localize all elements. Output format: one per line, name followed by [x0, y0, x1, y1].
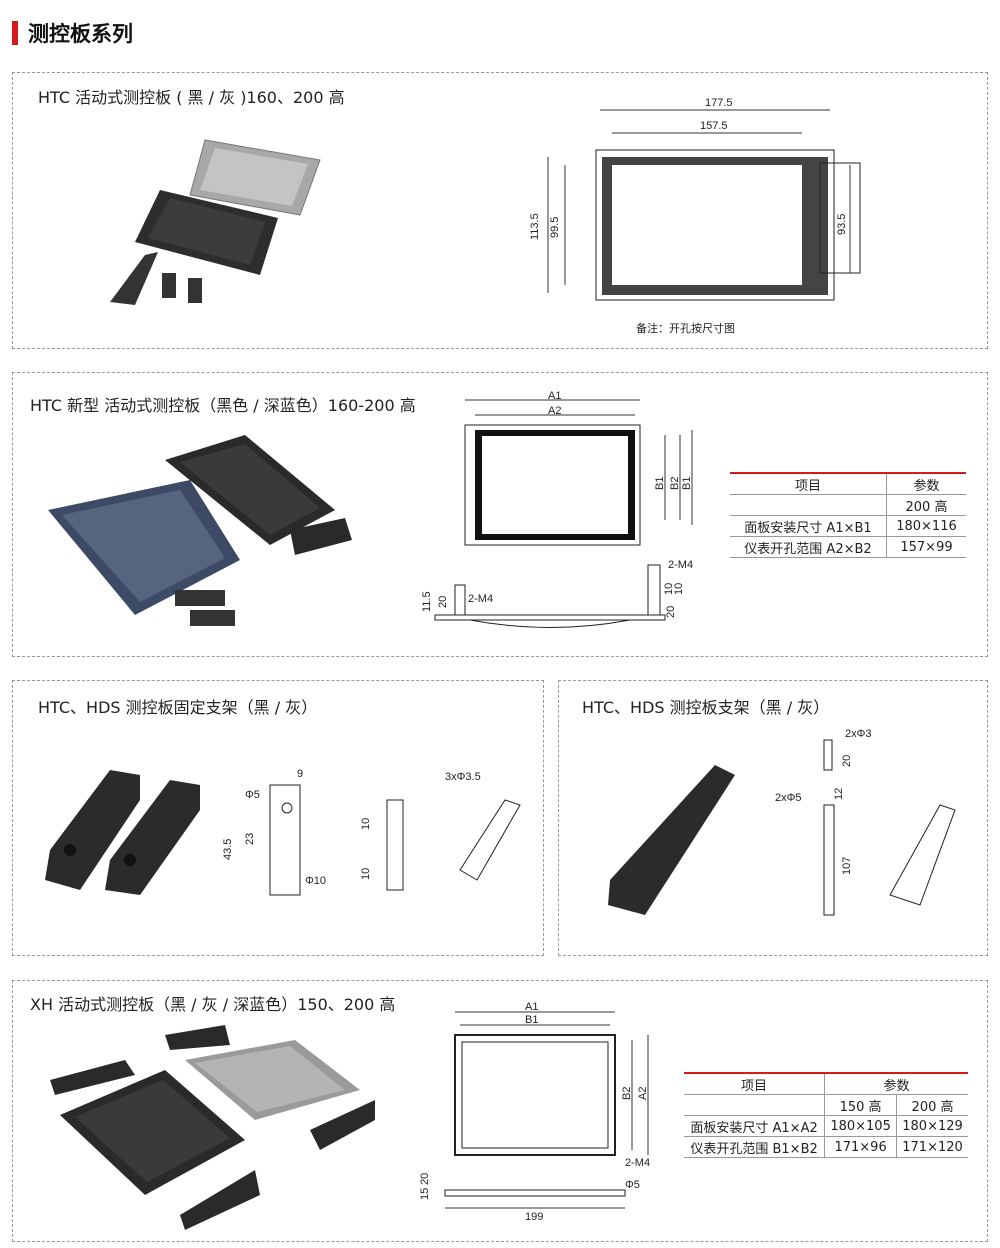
row-value: 171×96: [824, 1136, 898, 1158]
dim-label: 10: [360, 868, 372, 880]
section-bracket: [558, 680, 988, 956]
accent-bar: [12, 21, 18, 45]
row-value: 171×120: [896, 1136, 968, 1158]
dim-label: B1: [654, 477, 666, 490]
table-subheader: 200 高: [896, 1094, 968, 1116]
dim-label: 2xΦ5: [775, 792, 802, 804]
row-label: 面板安装尺寸 A1×B1: [730, 515, 887, 537]
row-label: 仪表开孔范围 A2×B2: [730, 536, 887, 558]
dim-label: 20: [841, 755, 853, 767]
drawing-htc: 177.5 157.5 113.5 99.5 93.5: [529, 97, 861, 301]
table-header: 参数: [824, 1072, 968, 1095]
page-header: 测控板系列: [12, 20, 133, 46]
table-header: 项目: [684, 1072, 826, 1095]
table-subheader: 150 高: [824, 1094, 898, 1116]
dim-label: Φ5: [625, 1179, 640, 1191]
section-htc-new: [12, 372, 988, 657]
dim-label: 20: [665, 606, 677, 618]
dim-label: 15: [419, 1188, 431, 1200]
dim-label: 10: [663, 583, 675, 595]
row-value: 180×129: [896, 1115, 968, 1137]
table-header: 项目: [730, 472, 887, 495]
dim-label: 2-M4: [668, 559, 693, 571]
dim-label: Φ10: [305, 875, 326, 887]
section-title: XH 活动式测控板（黑 / 灰 / 深蓝色）150、200 高: [30, 995, 396, 1014]
drawing-fixed-bracket: 9 Φ5 23 43.5 Φ10 3xΦ3.5 10 10: [222, 768, 521, 896]
dim-label: 43.5: [222, 839, 234, 860]
section-title: HTC 活动式测控板 ( 黑 / 灰 )160、200 高: [38, 88, 345, 107]
row-label: 面板安装尺寸 A1×A2: [684, 1115, 826, 1137]
row-label: 仪表开孔范围 B1×B2: [684, 1136, 826, 1158]
product-photo-fixed-bracket: [45, 770, 200, 895]
dim-label: Φ5: [245, 789, 260, 801]
product-photo-bracket: [608, 765, 735, 915]
dim-label: 107: [841, 857, 853, 875]
dim-label: A1: [548, 390, 561, 402]
dim-label: A2: [548, 405, 561, 417]
dim-label: A1: [525, 1001, 538, 1013]
dim-label: 93.5: [836, 214, 848, 235]
section-fixed-bracket: [12, 680, 544, 956]
dim-label: 10: [673, 583, 685, 595]
dim-label: 199: [525, 1211, 543, 1223]
drawing-htc-new: A1 A2 B1 B2 B1 11.5 20 2-M4 2-M4 10 10 2…: [421, 390, 693, 628]
dim-label: A2: [637, 1087, 649, 1100]
table-header: 参数: [886, 472, 966, 495]
section-title: HTC、HDS 测控板支架（黑 / 灰）: [582, 698, 830, 717]
dim-label: B2: [621, 1087, 633, 1100]
dim-label: 157.5: [700, 120, 728, 132]
dim-label: 10: [360, 818, 372, 830]
dim-label: 99.5: [549, 217, 561, 238]
section-title: HTC 新型 活动式测控板（黑色 / 深蓝色）160-200 高: [30, 396, 416, 415]
dim-label: B1: [681, 477, 693, 490]
dim-label: 23: [244, 833, 256, 845]
drawing-xh: A1 B1 B2 A2 2-M4 Φ5 15 20 199: [419, 1001, 650, 1223]
dim-label: 2xΦ3: [845, 728, 872, 740]
row-value: 157×99: [886, 536, 966, 558]
product-photo-xh: [50, 1025, 375, 1230]
product-photo-htc-new: [48, 435, 352, 626]
product-photo-htc: [110, 139, 321, 305]
row-value: 180×116: [886, 515, 966, 537]
section-xh-panel: [12, 980, 988, 1242]
dim-label: B2: [669, 477, 681, 490]
dim-label: 177.5: [705, 97, 733, 109]
page-title: 测控板系列: [28, 22, 133, 46]
section-title: HTC、HDS 测控板固定支架（黑 / 灰）: [38, 698, 318, 717]
row-value: 180×105: [824, 1115, 898, 1137]
dim-label: 11.5: [421, 591, 433, 612]
table-subheader: 200 高: [886, 494, 966, 516]
dim-label: B1: [525, 1014, 538, 1026]
dim-label: 12: [833, 788, 845, 800]
dim-label: 9: [297, 768, 303, 780]
dim-label: 3xΦ3.5: [445, 771, 481, 783]
dim-label: 20: [437, 596, 449, 608]
drawing-bracket: 2xΦ3 20 2xΦ5 12 107: [775, 728, 956, 916]
dim-label: 113.5: [529, 213, 541, 240]
dim-label: 2-M4: [625, 1157, 650, 1169]
dim-label: 2-M4: [468, 593, 493, 605]
dim-label: 20: [419, 1173, 431, 1185]
note: 备注：开孔按尺寸图: [636, 322, 735, 335]
section-htc-panel: [12, 72, 988, 349]
